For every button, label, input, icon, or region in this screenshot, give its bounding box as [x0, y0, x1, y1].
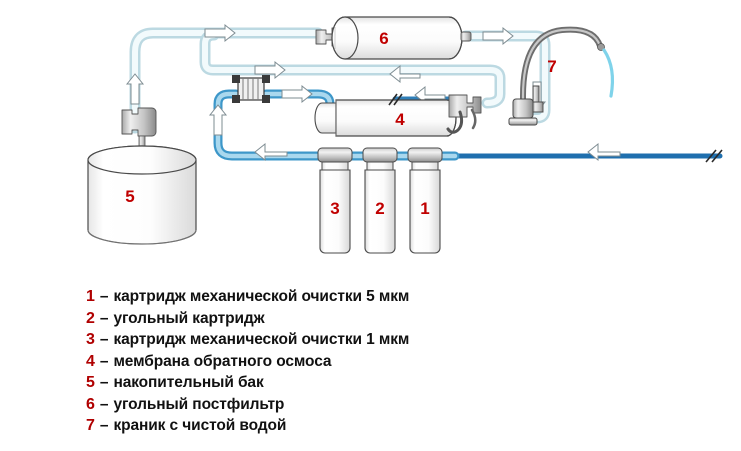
legend-item: 2 – угольный картридж	[86, 310, 646, 332]
legend-dash: –	[99, 288, 109, 305]
legend-label: угольный картридж	[113, 309, 265, 327]
filter-housing-3	[317, 147, 353, 254]
flow-arrows	[125, 23, 621, 162]
callout-number-6: 6	[379, 29, 388, 48]
legend-label: картридж механической очистки 1 мкм	[113, 331, 410, 348]
legend-dash: –	[99, 331, 109, 348]
legend-number: 6	[86, 395, 95, 413]
legend-item: 6 – угольный постфильтр	[86, 396, 646, 418]
legend-item: 3 – картридж механической очистки 1 мкм	[86, 331, 646, 353]
legend-number: 4	[86, 352, 95, 370]
legend: 1 – картридж механической очистки 5 мкм …	[86, 288, 646, 439]
pipe-tank-to-postfilter	[129, 27, 324, 134]
legend-dash: –	[99, 309, 109, 327]
legend-dash: –	[99, 352, 109, 370]
component-membrane	[314, 94, 482, 137]
legend-item: 7 – краник с чистой водой	[86, 417, 646, 439]
component-postfilter	[315, 16, 472, 60]
callout-number-5: 5	[125, 187, 134, 206]
legend-item: 5 – накопительный бак	[86, 374, 646, 396]
legend-label: мембрана обратного осмоса	[113, 352, 332, 370]
legend-item: 4 – мембрана обратного осмоса	[86, 353, 646, 375]
filter-housing-1	[407, 147, 443, 254]
legend-number: 1	[86, 288, 95, 305]
component-filter-housings	[317, 147, 443, 254]
legend-dash: –	[99, 417, 109, 434]
legend-label: картридж механической очистки 5 мкм	[113, 288, 410, 305]
callout-number-3: 3	[330, 199, 339, 218]
callout-number-4: 4	[395, 110, 405, 129]
legend-number: 3	[86, 331, 95, 348]
filter-housing-2	[362, 147, 398, 254]
legend-label: накопительный бак	[113, 374, 264, 391]
callout-number-2: 2	[375, 199, 384, 218]
pipe-break-ticks	[388, 93, 723, 163]
component-flow-restrictor	[232, 75, 270, 103]
legend-number: 2	[86, 309, 95, 327]
legend-dash: –	[99, 395, 109, 413]
component-faucet	[508, 26, 615, 126]
component-storage-tank	[87, 107, 197, 245]
legend-label: краник с чистой водой	[113, 417, 287, 434]
legend-label: угольный постфильтр	[113, 395, 285, 413]
callout-number-7: 7	[547, 57, 556, 76]
callout-number-1: 1	[420, 199, 429, 218]
legend-number: 5	[86, 374, 95, 391]
legend-item: 1 – картридж механической очистки 5 мкм	[86, 288, 646, 310]
pipe-membrane-permeate	[199, 29, 506, 109]
system-diagram: 6 7 4 5 3 2 1	[87, 16, 723, 254]
diagram-callout-numbers: 6 7 4 5 3 2 1	[125, 29, 556, 218]
legend-dash: –	[99, 374, 109, 391]
legend-number: 7	[86, 417, 95, 434]
